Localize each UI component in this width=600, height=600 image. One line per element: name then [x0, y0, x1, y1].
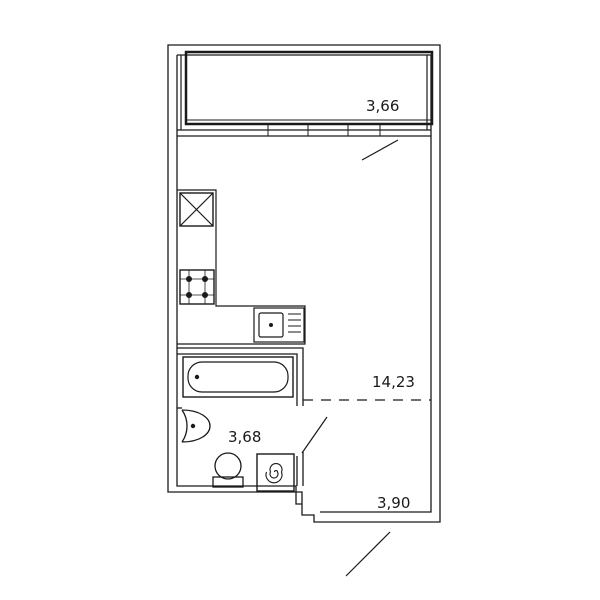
bathroom-walls: [177, 347, 304, 486]
exterior-walls: [167, 44, 441, 523]
kitchen-sink-icon: [253, 307, 305, 343]
bathroom-area-label: 3,68: [228, 428, 261, 446]
fridge-icon: [179, 192, 214, 227]
bathroom-door-swing: [301, 416, 328, 454]
hallway-area-label: 3,90: [377, 494, 410, 512]
washing-machine-icon: [256, 453, 295, 492]
stove-icon: [179, 269, 215, 305]
living-area-label: 14,23: [372, 373, 415, 391]
kitchen-counter: [177, 189, 306, 345]
washbasin-icon: [181, 409, 211, 443]
entrance-door-swing: [345, 531, 391, 577]
bathtub-icon: [182, 356, 294, 398]
balcony-area-label: 3,66: [366, 97, 399, 115]
toilet-icon: [212, 452, 244, 488]
balcony: [177, 50, 434, 161]
